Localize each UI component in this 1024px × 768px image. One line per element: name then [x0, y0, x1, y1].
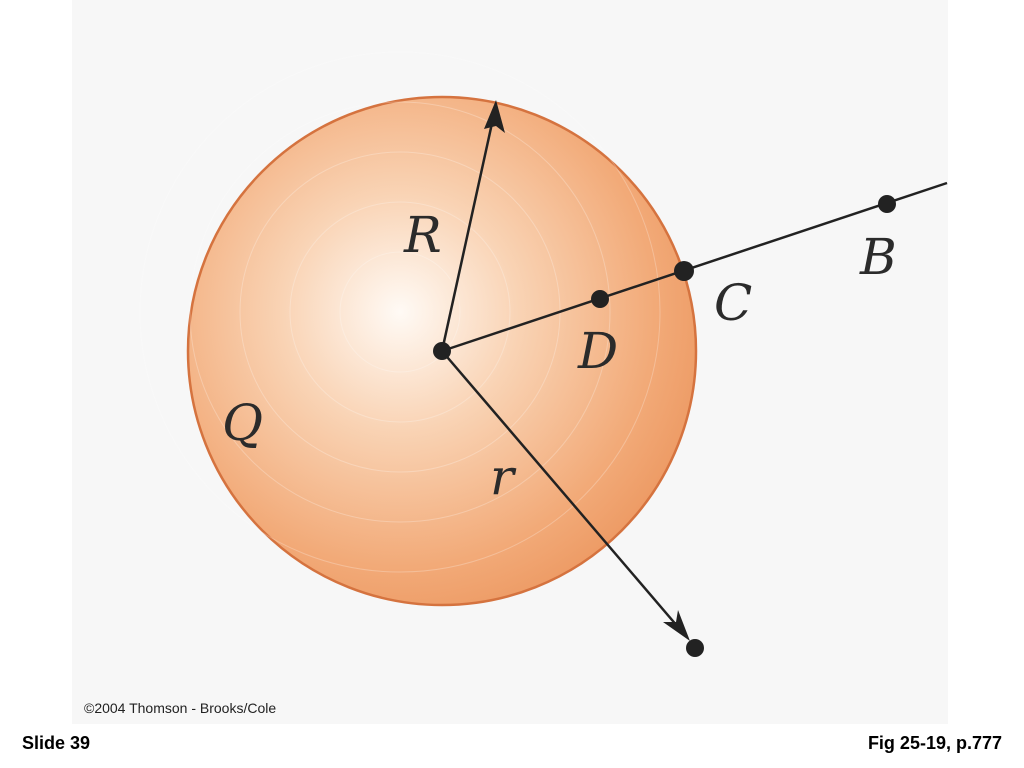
label-Q: Q	[222, 394, 263, 452]
label-r: r	[490, 448, 517, 506]
point-D	[591, 290, 609, 308]
figure-reference: Fig 25-19, p.777	[867, 733, 1002, 753]
radius-R-arrow	[440, 104, 498, 352]
distance-r-arrowhead	[663, 610, 690, 641]
label-C: C	[714, 274, 752, 332]
center-point	[433, 342, 451, 360]
label-B: B	[859, 228, 897, 286]
radius-R-arrowhead	[484, 100, 505, 133]
label-D: D	[577, 322, 618, 380]
slide-number: Slide 39	[22, 733, 91, 753]
copyright-notice: ©2004 Thomson - Brooks/Cole	[84, 700, 277, 716]
radial-line-DCB	[441, 181, 948, 353]
point-r-end	[686, 639, 704, 657]
point-B	[878, 195, 896, 213]
distance-r-arrow	[441, 350, 685, 635]
sphere-highlight-rings	[139, 51, 661, 573]
label-R: R	[403, 206, 442, 264]
point-C	[674, 261, 694, 281]
